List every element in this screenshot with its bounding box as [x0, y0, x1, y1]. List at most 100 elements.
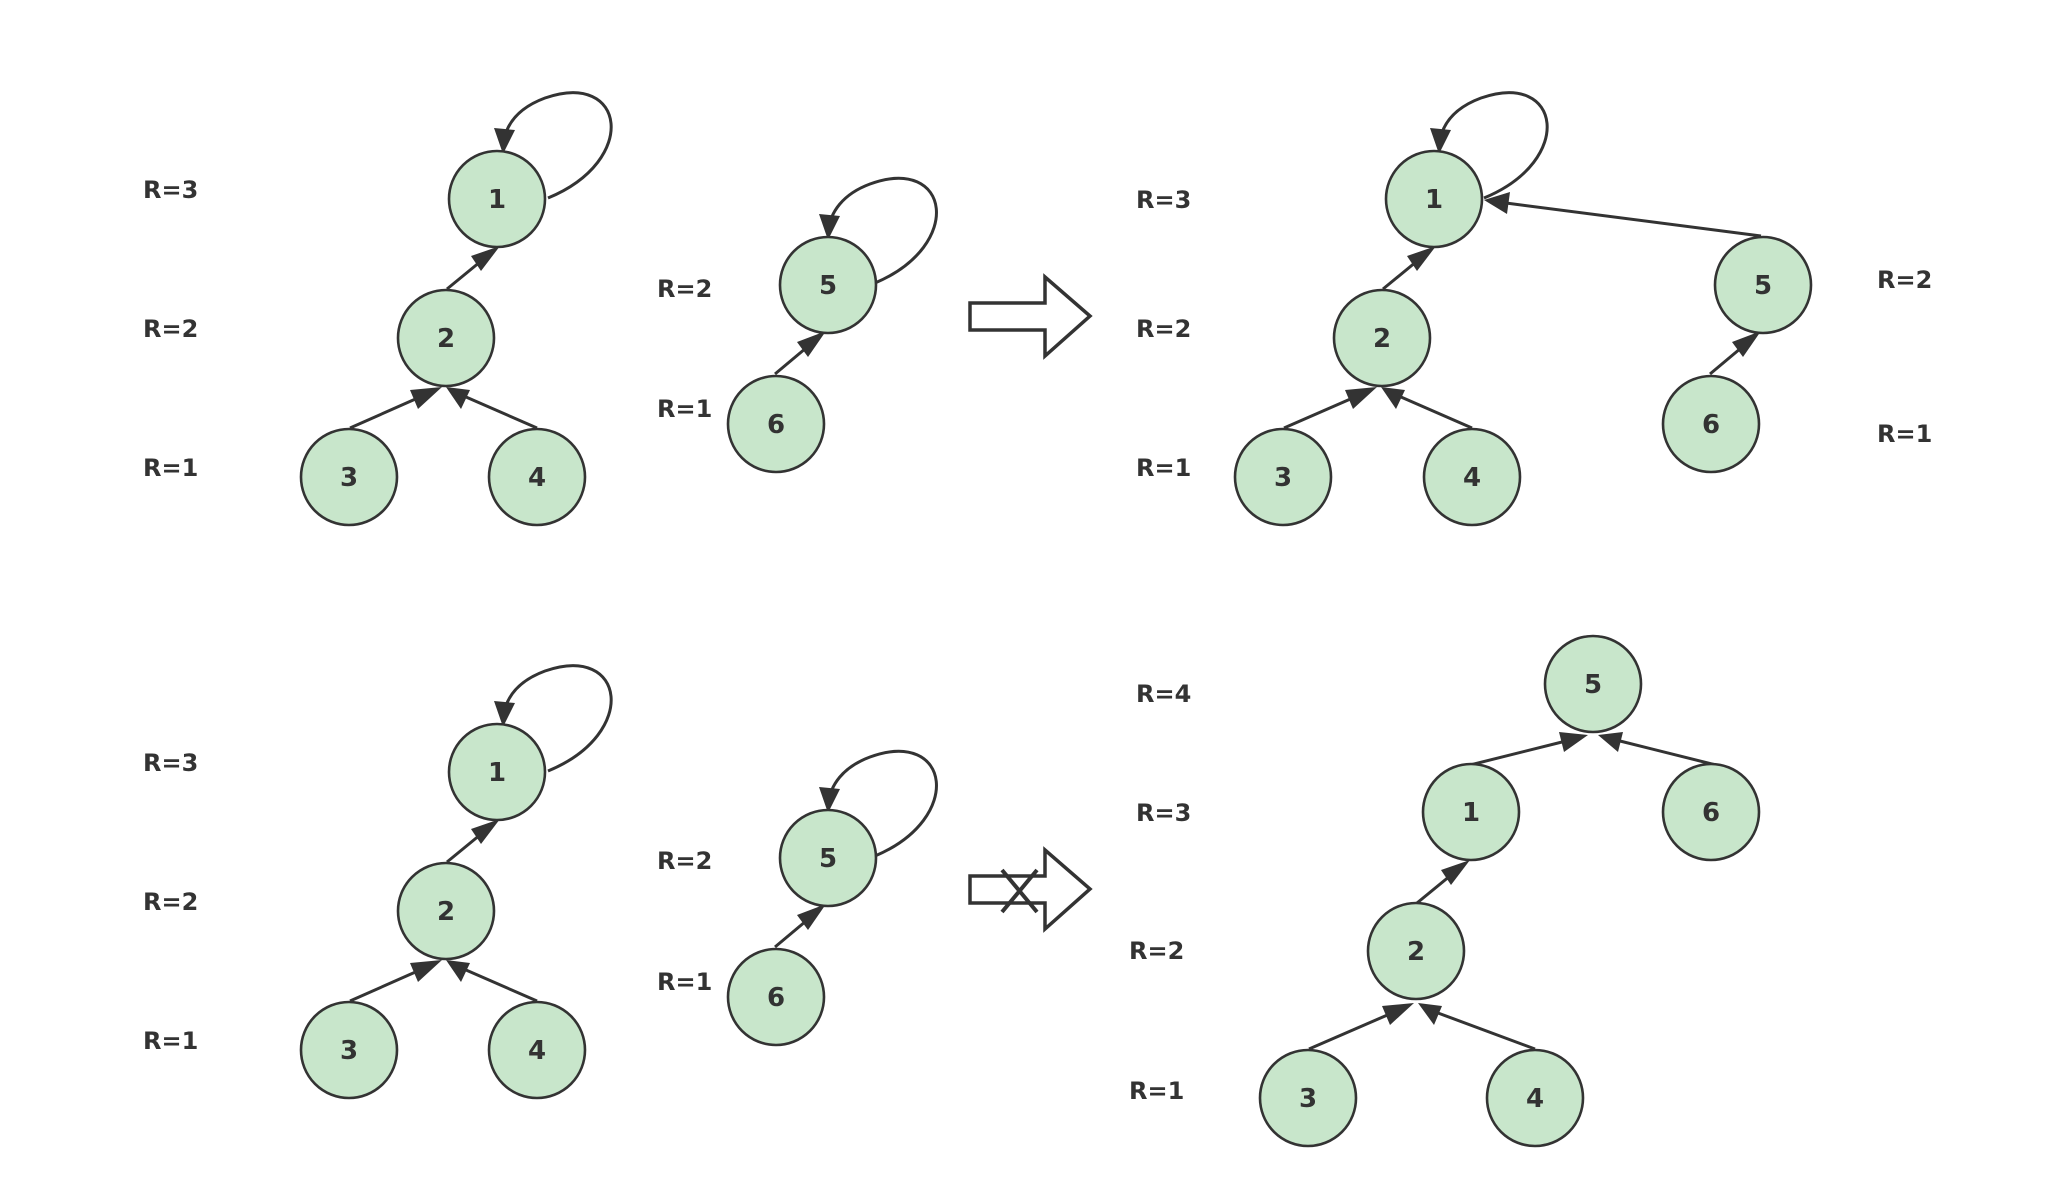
edge-6-to-5 — [1619, 739, 1717, 767]
node: 2 — [1366, 901, 1466, 1001]
rank-label: R=2 — [1129, 937, 1184, 965]
node: 4 — [487, 1000, 587, 1100]
rank-label: R=2 — [657, 847, 712, 875]
rank-label: R=2 — [143, 315, 198, 343]
union-by-rank-arrow — [968, 273, 1093, 360]
node: 5 — [1713, 235, 1813, 335]
svg-text:2: 2 — [437, 897, 455, 927]
svg-text:2: 2 — [437, 324, 455, 354]
svg-text:4: 4 — [528, 1036, 546, 1066]
arrowhead — [1441, 860, 1470, 885]
node: 1 — [447, 149, 547, 249]
arrowhead — [1381, 387, 1405, 409]
panel-bottom-right: R=4 R=3 R=2 R=1 5 1 6 2 3 — [1129, 634, 1761, 1148]
node: 3 — [299, 427, 399, 527]
node: 3 — [1258, 1048, 1358, 1148]
wrong-union-arrow — [968, 846, 1093, 933]
rank-label: R=2 — [1877, 266, 1932, 294]
svg-text:5: 5 — [1754, 271, 1772, 301]
cross-mark — [1000, 868, 1039, 914]
panel-top-left: R=3 R=2 R=1 R=2 R=1 1 2 3 — [143, 91, 938, 527]
svg-text:2: 2 — [1373, 324, 1391, 354]
node: 5 — [778, 808, 878, 908]
arrowhead — [1407, 246, 1436, 271]
arrowhead — [1418, 1003, 1442, 1025]
edge-3-to-2 — [349, 968, 421, 1003]
node: 4 — [1422, 427, 1522, 527]
node: 5 — [778, 235, 878, 335]
rank-label: R=2 — [143, 888, 198, 916]
rank-label: R=1 — [1877, 420, 1932, 448]
node: 6 — [1661, 374, 1761, 474]
edge-3-to-2 — [1283, 395, 1356, 430]
arrowhead — [446, 960, 470, 982]
self-loop-edge — [501, 664, 613, 773]
node: 2 — [396, 861, 496, 961]
arrowhead — [1598, 732, 1623, 752]
arrowhead — [410, 960, 442, 982]
rank-label: R=4 — [1136, 680, 1191, 708]
arrowhead — [471, 819, 500, 844]
panel-bottom-left: R=3 R=2 R=1 R=2 R=1 1 2 3 4 — [143, 664, 938, 1100]
node: 1 — [1384, 149, 1484, 249]
arrowhead — [797, 331, 826, 357]
svg-text:1: 1 — [1425, 185, 1443, 215]
self-loop-edge — [501, 91, 613, 200]
node: 4 — [1485, 1048, 1585, 1148]
edge-4-to-2 — [465, 968, 538, 1003]
node: 1 — [1421, 762, 1521, 862]
rank-label: R=2 — [1136, 315, 1191, 343]
svg-text:3: 3 — [340, 463, 358, 493]
rank-label: R=1 — [143, 454, 198, 482]
svg-text:6: 6 — [767, 410, 785, 440]
svg-text:4: 4 — [1526, 1084, 1544, 1114]
self-loop-edge — [826, 749, 938, 858]
svg-text:1: 1 — [1462, 798, 1480, 828]
rank-label: R=3 — [1136, 186, 1191, 214]
node: 6 — [726, 374, 826, 474]
edge-1-to-5 — [1469, 739, 1567, 767]
node: 1 — [447, 722, 547, 822]
svg-text:3: 3 — [1299, 1084, 1317, 1114]
arrowhead — [1559, 732, 1588, 752]
node: 3 — [1233, 427, 1333, 527]
rank-label: R=1 — [1129, 1077, 1184, 1105]
svg-text:6: 6 — [767, 983, 785, 1013]
arrowhead — [819, 214, 840, 240]
arrowhead — [446, 387, 470, 409]
arrowhead — [797, 904, 826, 930]
arrowhead — [410, 387, 442, 409]
edge-3-to-2 — [1308, 1011, 1393, 1051]
node: 2 — [1332, 288, 1432, 388]
svg-text:6: 6 — [1702, 798, 1720, 828]
node: 2 — [396, 288, 496, 388]
node: 4 — [487, 427, 587, 527]
self-loop-edge — [826, 176, 938, 285]
rank-label: R=3 — [143, 749, 198, 777]
node: 6 — [726, 947, 826, 1047]
node: 3 — [299, 1000, 399, 1100]
edge-5-to-1 — [1505, 201, 1762, 238]
arrowhead — [494, 701, 515, 727]
svg-text:4: 4 — [1463, 463, 1481, 493]
svg-text:5: 5 — [819, 271, 837, 301]
node: 6 — [1661, 762, 1761, 862]
arrowhead — [819, 787, 840, 813]
edge-4-to-2 — [1437, 1011, 1536, 1051]
arrowhead — [494, 128, 515, 154]
rank-label: R=1 — [1136, 454, 1191, 482]
node: 5 — [1543, 634, 1643, 734]
arrowhead — [1732, 331, 1761, 357]
arrowhead — [1430, 128, 1451, 154]
rank-label: R=3 — [1136, 799, 1191, 827]
svg-text:2: 2 — [1407, 937, 1425, 967]
arrowhead — [1345, 387, 1377, 409]
svg-text:3: 3 — [340, 1036, 358, 1066]
svg-text:5: 5 — [819, 844, 837, 874]
rank-label: R=1 — [143, 1027, 198, 1055]
arrowhead — [471, 246, 500, 271]
svg-text:5: 5 — [1584, 670, 1602, 700]
edge-3-to-2 — [349, 395, 421, 430]
edge-4-to-2 — [1400, 395, 1473, 430]
